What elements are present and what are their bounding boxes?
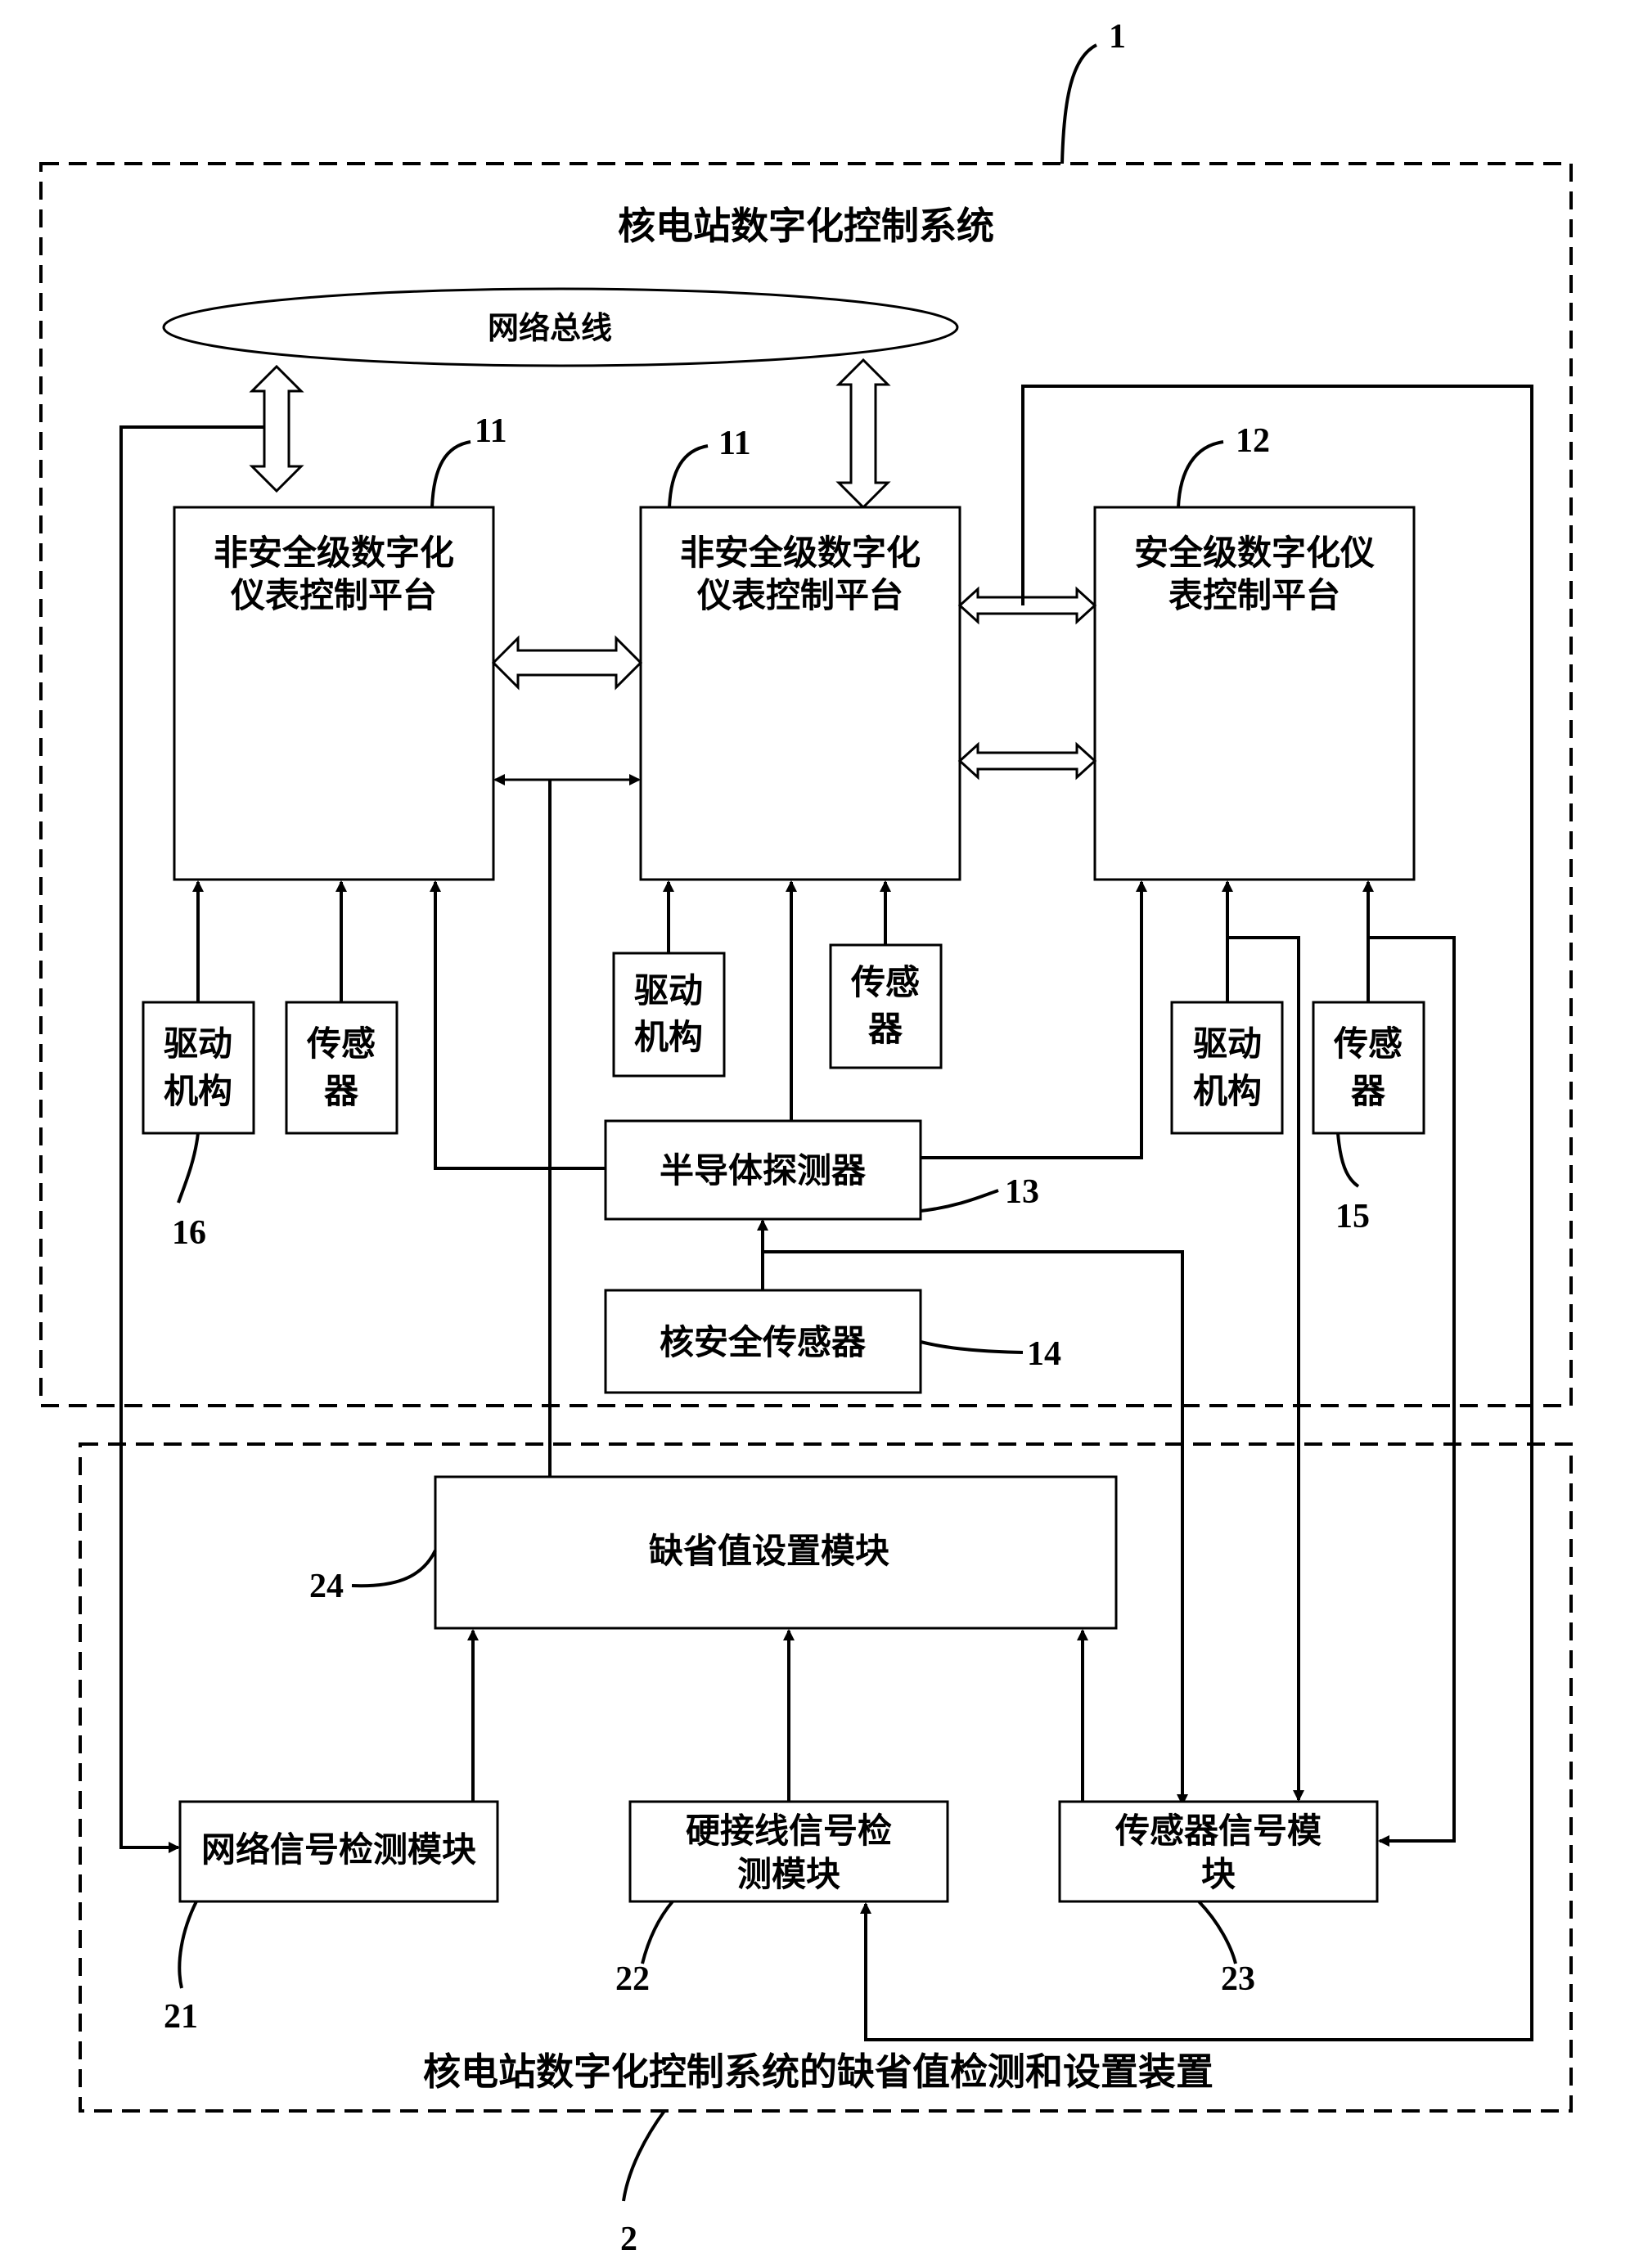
sensor-left-line2: 器 (324, 1071, 359, 1111)
ref-24-label: 24 (309, 1568, 344, 1605)
ref-2-label: 2 (620, 2221, 637, 2258)
actuator-left-line2: 机构 (164, 1071, 232, 1111)
ref-13-label: 13 (1005, 1173, 1039, 1211)
nonsafety-platform-1-line1: 非安全级数字化 (214, 533, 454, 573)
detector-to-safety (921, 880, 1147, 1159)
safety-platform-line1: 安全级数字化仪 (1134, 533, 1375, 573)
ref-22-leader (641, 1900, 674, 1964)
ref-16-label: 16 (172, 1214, 206, 1252)
platform1-to-platform2-arrow (491, 635, 643, 691)
nuclear-safety-sensor (604, 1289, 922, 1394)
sensor-mid-line2: 器 (868, 1009, 903, 1049)
sensor-signal-module-line1: 传感器信号模 (1114, 1811, 1322, 1851)
actuator-mid (612, 952, 726, 1078)
actuator-mid-line2: 机构 (634, 1017, 703, 1057)
actuator-mid-line1: 驱动 (634, 970, 703, 1010)
network-bus (162, 287, 959, 367)
nss-to-sensor-signal-module (763, 1250, 1188, 1806)
sensor-right (1312, 1001, 1425, 1135)
safety-platform-line2: 表控制平台 (1168, 575, 1340, 615)
ref-23-label: 23 (1221, 1960, 1255, 1998)
ref-13-leader (920, 1189, 999, 1213)
default-value-module (434, 1475, 1118, 1630)
sensor-right-line2: 器 (1351, 1071, 1386, 1111)
ref-14-leader (920, 1340, 1024, 1354)
sensor-left (285, 1001, 398, 1135)
nonsafety-platform-1-line2: 仪表控制平台 (230, 575, 437, 615)
ref-21-leader (178, 1901, 198, 1989)
ref-16-leader (177, 1132, 200, 1204)
actuator-right-to-sensor-module (1227, 936, 1304, 1802)
ref-15-label: 15 (1335, 1198, 1370, 1235)
ref-12-leader (1177, 440, 1224, 508)
sensor-right-line1: 传感 (1333, 1024, 1403, 1064)
ref-11b-label: 11 (718, 425, 751, 462)
actuator-left-line1: 驱动 (164, 1024, 232, 1064)
network-signal-module-label: 网络信号检测模块 (201, 1829, 476, 1870)
semiconductor-detector (604, 1119, 922, 1221)
bus-to-network-module (119, 425, 264, 1853)
device-boundary (79, 1442, 1573, 2113)
ref-15-leader (1336, 1132, 1360, 1188)
safety-platform (1093, 506, 1416, 881)
hardwire-signal-module-line2: 测模块 (737, 1854, 840, 1894)
hardwire-signal-module (628, 1800, 949, 1903)
sensor-right-to-sensor-module (1368, 936, 1456, 1847)
bus-to-platform1-arrow (249, 364, 304, 493)
sensor-signal-module-line2: 块 (1201, 1854, 1236, 1894)
hardwire-signal-module-line1: 硬接线信号检 (686, 1811, 892, 1851)
network-bus-label: 网络总线 (488, 309, 612, 346)
platform2-to-safety-arrow-top (957, 586, 1097, 625)
actuator-right-line2: 机构 (1193, 1071, 1262, 1111)
ref-11a-leader (430, 440, 471, 508)
ref-1-label: 1 (1109, 18, 1126, 56)
control-system-title: 核电站数字化控制系统 (618, 204, 994, 248)
sensor-mid (829, 943, 943, 1069)
safety-to-hardwire-module (860, 385, 1533, 2041)
network-signal-module (178, 1800, 499, 1903)
actuator-right (1170, 1001, 1284, 1135)
ref-11a-label: 11 (475, 412, 507, 450)
actuator-right-line1: 驱动 (1193, 1024, 1262, 1064)
default-value-module-label: 缺省值设置模块 (649, 1531, 889, 1571)
ref-1-leader (1060, 43, 1097, 164)
nonsafety-platform-1 (173, 506, 495, 881)
ref-11b-leader (668, 444, 709, 508)
ref-22-label: 22 (615, 1960, 650, 1998)
sensor-signal-module (1058, 1800, 1379, 1903)
nonsafety-platform-2 (639, 506, 961, 881)
bus-to-platform2-arrow (835, 358, 891, 510)
ref-12-label: 12 (1236, 422, 1270, 460)
detector-to-platform1 (430, 880, 606, 1170)
nonsafety-platform-2-line1: 非安全级数字化 (680, 533, 921, 573)
ref-21-label: 21 (164, 1998, 198, 2036)
semiconductor-detector-label: 半导体探测器 (660, 1150, 867, 1190)
nuclear-safety-sensor-label: 核安全传感器 (660, 1322, 867, 1362)
control-system-boundary (39, 162, 1573, 1407)
ref-2-leader (622, 2109, 666, 2202)
platform2-to-safety-arrow-bottom (957, 741, 1097, 781)
device-title: 核电站数字化控制系统的缺省值检测和设置装置 (423, 2050, 1213, 2094)
ref-23-leader (1197, 1900, 1237, 1964)
ref-14-label: 14 (1027, 1335, 1061, 1373)
ref-24-leader (351, 1550, 437, 1588)
actuator-left (142, 1001, 255, 1135)
sensor-left-line1: 传感 (306, 1024, 376, 1064)
nonsafety-platform-2-line2: 仪表控制平台 (696, 575, 903, 615)
sensor-mid-line1: 传感 (850, 962, 920, 1002)
